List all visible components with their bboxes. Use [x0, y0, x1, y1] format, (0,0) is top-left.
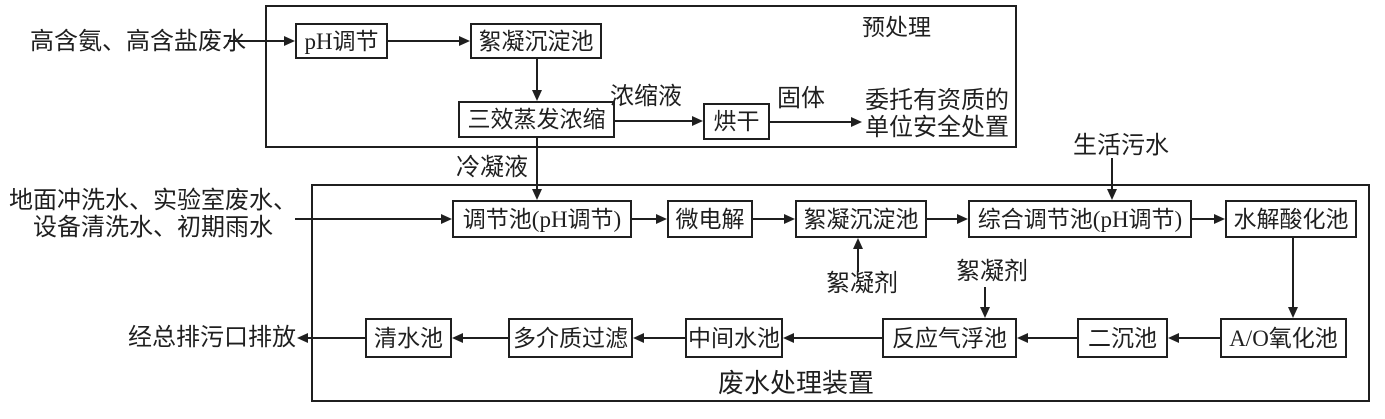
node-micro-electrolysis: 微电解: [667, 200, 753, 238]
arrow-hydrolysis-to-ao: [1288, 238, 1298, 318]
arrow-sewage-to-comprehensive: [1107, 158, 1117, 200]
node-reaction-flotation: 反应气浮池: [882, 318, 1017, 358]
label-entrust-line1: 委托有资质的: [865, 88, 1009, 114]
treatment-label: 废水处理装置: [718, 369, 875, 398]
node-floc-sediment-2: 絮凝沉淀池: [795, 200, 927, 238]
label-outfall-discharge: 经总排污口排放: [128, 325, 296, 351]
arrow-secondary-to-flotation: [1017, 333, 1077, 343]
label-flocculant-2: 絮凝剂: [956, 259, 1028, 285]
node-triple-effect-evap: 三效蒸发浓缩: [458, 101, 615, 138]
treatment-container: [311, 184, 1370, 402]
arrow-ao-to-secondary: [1168, 333, 1220, 343]
label-entrust: 委托有资质的 单位安全处置: [865, 88, 1009, 142]
arrow-micro-to-floc2: [753, 214, 795, 224]
node-regulating-tank: 调节池(pH调节): [452, 200, 632, 238]
node-hydrolysis-acidification: 水解酸化池: [1225, 200, 1357, 238]
arrow-evap-to-drying: [615, 116, 703, 126]
node-secondary-sediment: 二沉池: [1077, 318, 1168, 358]
node-intermediate-tank: 中间水池: [685, 318, 783, 358]
node-ph-adjust: pH调节: [295, 23, 388, 59]
arrow-ph-to-floc1: [388, 36, 470, 46]
arrow-flocculant1-to-floc2: [853, 238, 863, 272]
arrow-input-to-ph: [228, 36, 295, 46]
label-input-high-ammonia: 高含氨、高含盐废水: [30, 29, 246, 55]
node-floc-sediment-1: 絮凝沉淀池: [470, 23, 602, 59]
node-clean-water-tank: 清水池: [365, 318, 452, 358]
pretreatment-label: 预处理: [862, 15, 931, 40]
arrow-flotation-to-intermediate: [783, 333, 882, 343]
label-solid: 固体: [777, 86, 825, 112]
node-ao-oxidation: A/O氧化池: [1220, 318, 1347, 358]
arrow-filter-to-clean: [452, 333, 508, 343]
label-entrust-line2: 单位安全处置: [865, 114, 1009, 141]
label-flocculant-1: 絮凝剂: [826, 271, 898, 297]
arrow-drying-to-entrust: [770, 117, 862, 127]
arrow-regulating-to-micro: [632, 214, 667, 224]
label-input-mixed-line2: 设备清洗水、初期雨水: [33, 214, 273, 241]
node-multimedia-filter: 多介质过滤: [508, 318, 633, 358]
pretreatment-container: [265, 5, 1017, 148]
label-input-mixed-line1: 地面冲洗水、实验室废水、: [9, 188, 297, 214]
label-input-mixed: 地面冲洗水、实验室废水、 设备清洗水、初期雨水: [8, 188, 298, 242]
arrow-condensate-to-regulating: [532, 138, 542, 200]
label-domestic-sewage: 生活污水: [1073, 133, 1169, 159]
arrow-floc1-to-evap: [532, 58, 542, 101]
label-condensate: 冷凝液: [456, 155, 528, 181]
arrow-floc2-to-comprehensive: [927, 214, 968, 224]
arrow-comprehensive-to-hydrolysis: [1192, 214, 1225, 224]
arrow-flocculant2-to-flotation: [980, 287, 990, 318]
arrow-input2-to-regulating: [295, 214, 452, 224]
arrow-clean-to-outfall: [297, 333, 365, 343]
node-comprehensive-regulating-tank: 综合调节池(pH调节): [968, 200, 1192, 238]
arrow-intermediate-to-filter: [633, 333, 685, 343]
label-concentrate: 浓缩液: [610, 84, 682, 110]
node-drying: 烘干: [703, 103, 770, 140]
